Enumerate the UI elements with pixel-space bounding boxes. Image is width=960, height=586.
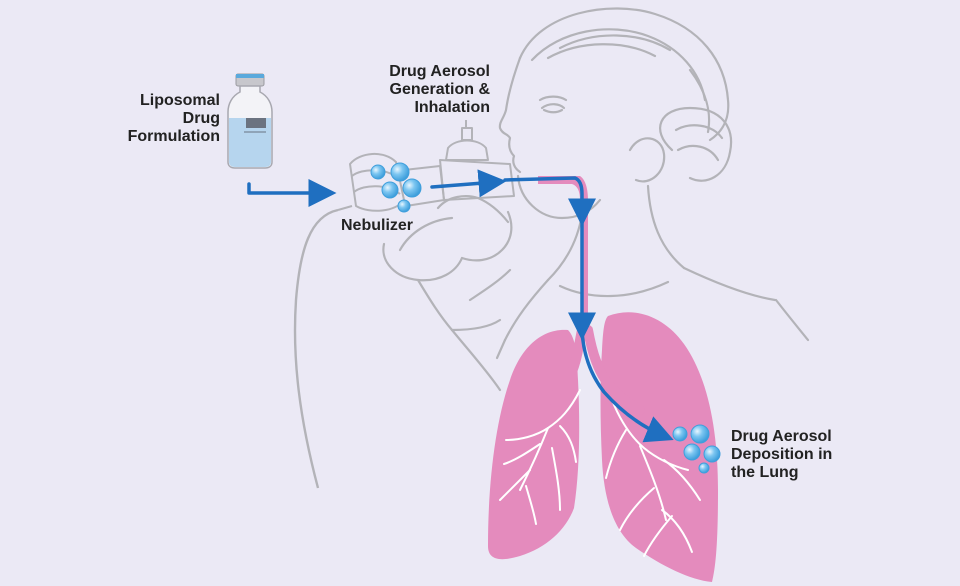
formulation-line-2: Drug	[182, 110, 220, 127]
arrow-to-lung	[580, 328, 674, 443]
arrow-mouth-to-trachea	[503, 176, 596, 227]
nebulizer-label: Nebulizer	[341, 217, 414, 234]
formulation-label: Liposomal Drug Formulation	[116, 92, 220, 146]
flow-arrows	[247, 169, 674, 443]
left-lung	[488, 329, 580, 560]
arrow-vial-to-nebulizer	[247, 179, 337, 207]
aerosol-generation-line-3: Inhalation	[414, 99, 490, 116]
vial-icon	[227, 73, 273, 169]
aerosol-particles-icon	[370, 162, 422, 213]
person-outline-icon	[382, 7, 810, 392]
deposition-line-3: the Lung	[731, 464, 799, 481]
formulation-line-1: Liposomal	[139, 92, 220, 109]
aerosol-generation-label: Drug Aerosol Generation & Inhalation	[360, 63, 490, 117]
aerosol-generation-line-1: Drug Aerosol	[389, 63, 490, 80]
aerosol-generation-line-2: Generation &	[389, 81, 490, 98]
right-lung	[600, 312, 718, 582]
lung-particles-icon	[672, 424, 721, 474]
deposition-line-2: Deposition in	[731, 446, 833, 463]
deposition-label: Drug Aerosol Deposition in the Lung	[731, 428, 832, 482]
arrow-nebulizer-to-mouth	[430, 169, 507, 198]
formulation-line-3: Formulation	[127, 128, 220, 145]
deposition-line-1: Drug Aerosol	[731, 428, 832, 445]
lungs-icon	[488, 176, 718, 582]
bronchial-tree	[499, 389, 701, 557]
